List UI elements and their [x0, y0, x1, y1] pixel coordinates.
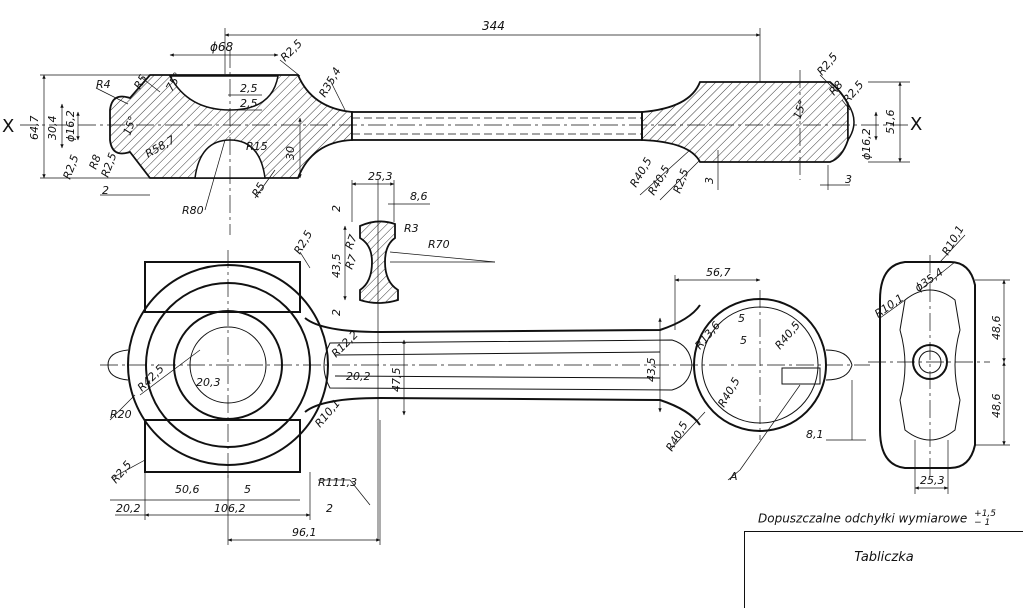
dim-30-4: 30,4: [46, 116, 59, 141]
dim-48-6-bottom: 48,6: [990, 394, 1003, 419]
dim-r40-5-front-c: R40,5: [663, 419, 690, 453]
dim-r111-3: R111,3: [318, 476, 357, 489]
dim-r2-5-c: R2,5: [671, 167, 692, 195]
i-beam-section: 25,3 8,6 2 R3 R7 43,5 R7 R70 2: [330, 170, 496, 540]
dim-r40-5-front-a: R40,5: [772, 319, 803, 352]
dim-r2-5-front-top: R2,5: [291, 228, 315, 256]
dim-r13-6: R13,6: [692, 319, 723, 352]
dim-48-6-top: 48,6: [990, 316, 1003, 341]
dim-r4: R4: [96, 78, 111, 91]
dim-8-6: 8,6: [410, 190, 428, 203]
tolerance-lower: − 1: [974, 518, 991, 528]
dim-96-1: 96,1: [292, 526, 317, 539]
dim-diameter-16-2-right: ϕ16,2: [860, 128, 873, 160]
dim-2-5-a: 2,5: [240, 82, 258, 95]
dim-25-3-sec: 25,3: [368, 170, 393, 183]
dim-r15: R15: [246, 140, 268, 153]
section-mark-left: X: [2, 116, 14, 137]
dim-diameter-16-2: ϕ16,2: [64, 110, 77, 142]
dim-r70: R70: [428, 238, 450, 251]
dim-5-small-b: 5: [740, 334, 747, 347]
end-view: R10,1 ϕ35,4 R10,1 48,6 48,6 25,3: [868, 223, 1010, 494]
dim-r80: R80: [182, 204, 204, 217]
dim-r7-a: R7: [343, 233, 360, 251]
section-mark-right: X: [910, 114, 922, 135]
dim-64-7: 64,7: [28, 116, 41, 141]
front-view: R2,5 R42,5 20,3 R20 R2,5 50,6 5 106,2 20…: [100, 228, 870, 545]
dim-344: 344: [482, 19, 505, 33]
dim-25-3-end: 25,3: [920, 474, 945, 487]
dim-20-2-shank: 20,2: [346, 370, 371, 383]
dim-r2-5-front-bottom: R2,5: [108, 458, 134, 486]
title-block: Tabliczka: [744, 531, 1023, 608]
dim-r35-4: R35,4: [316, 65, 343, 99]
dim-r2-5-right-top: R2,5: [814, 50, 840, 78]
dim-r5-bottom: R5: [249, 180, 268, 199]
dim-angle-15-left: 15°: [121, 114, 140, 137]
tolerance-upper: +1,5: [974, 509, 997, 519]
dim-20-2-front: 20,2: [116, 502, 141, 515]
dim-20-3: 20,3: [196, 376, 221, 389]
tolerance-note: Dopuszczalne odchyłki wymiarowe +1,5 − 1: [758, 510, 996, 528]
dim-5-small-a: 5: [738, 312, 745, 325]
tolerance-values: +1,5 − 1: [974, 510, 996, 528]
dim-2-sec-bottom: 2: [330, 309, 343, 316]
dim-47-5: 47,5: [390, 368, 403, 393]
dim-r2-5-left-b: R2,5: [99, 151, 120, 179]
dim-r7-b: R7: [343, 253, 360, 271]
dim-2-5-b: 2,5: [240, 97, 258, 110]
dim-106-2: 106,2: [214, 502, 246, 515]
small-end-section: [641, 81, 849, 163]
dim-43-5-sec: 43,5: [330, 254, 343, 279]
dim-50-6: 50,6: [175, 483, 200, 496]
dim-3-mid: 3: [703, 177, 716, 184]
dim-r2-5-right-b: R2,5: [840, 78, 866, 106]
dim-diameter-68: ϕ68: [210, 40, 234, 54]
dim-2-sec-top: 2: [330, 205, 343, 212]
dim-r8-left: R8: [87, 153, 104, 171]
dim-r40-5-front-b: R40,5: [715, 375, 742, 409]
dim-43-5-front: 43,5: [645, 358, 658, 383]
dim-r5-top: R5: [131, 72, 150, 91]
dim-8-1: 8,1: [806, 428, 824, 441]
dim-5-front: 5: [244, 483, 251, 496]
dim-51-6: 51,6: [884, 110, 897, 135]
dim-r2-5-left: R2,5: [61, 153, 82, 181]
dim-r20: R20: [110, 408, 132, 421]
tolerance-note-text: Dopuszczalne odchyłki wymiarowe: [758, 511, 968, 526]
dim-56-7: 56,7: [706, 266, 731, 279]
dim-r10-1-end-top: R10,1: [939, 223, 966, 257]
dim-angle-15-right: 15°: [791, 98, 810, 121]
dim-30: 30: [284, 146, 297, 160]
dim-3-right: 3: [845, 173, 852, 186]
dim-r2-5-top: R2,5: [278, 37, 305, 64]
dim-r10-1-front: R10,1: [312, 397, 343, 430]
dim-2-left: 2: [102, 184, 109, 197]
dim-r10-1-end-left: R10,1: [872, 291, 906, 320]
label-a: A: [729, 470, 738, 483]
dim-r3: R3: [404, 222, 419, 235]
title-block-label: Tabliczka: [854, 550, 914, 565]
dim-2-front: 2: [326, 502, 333, 515]
top-section-view: X X 344 ϕ68 2,5 2,5 R2,5 R35,4 R4 R5 75°…: [2, 19, 922, 235]
